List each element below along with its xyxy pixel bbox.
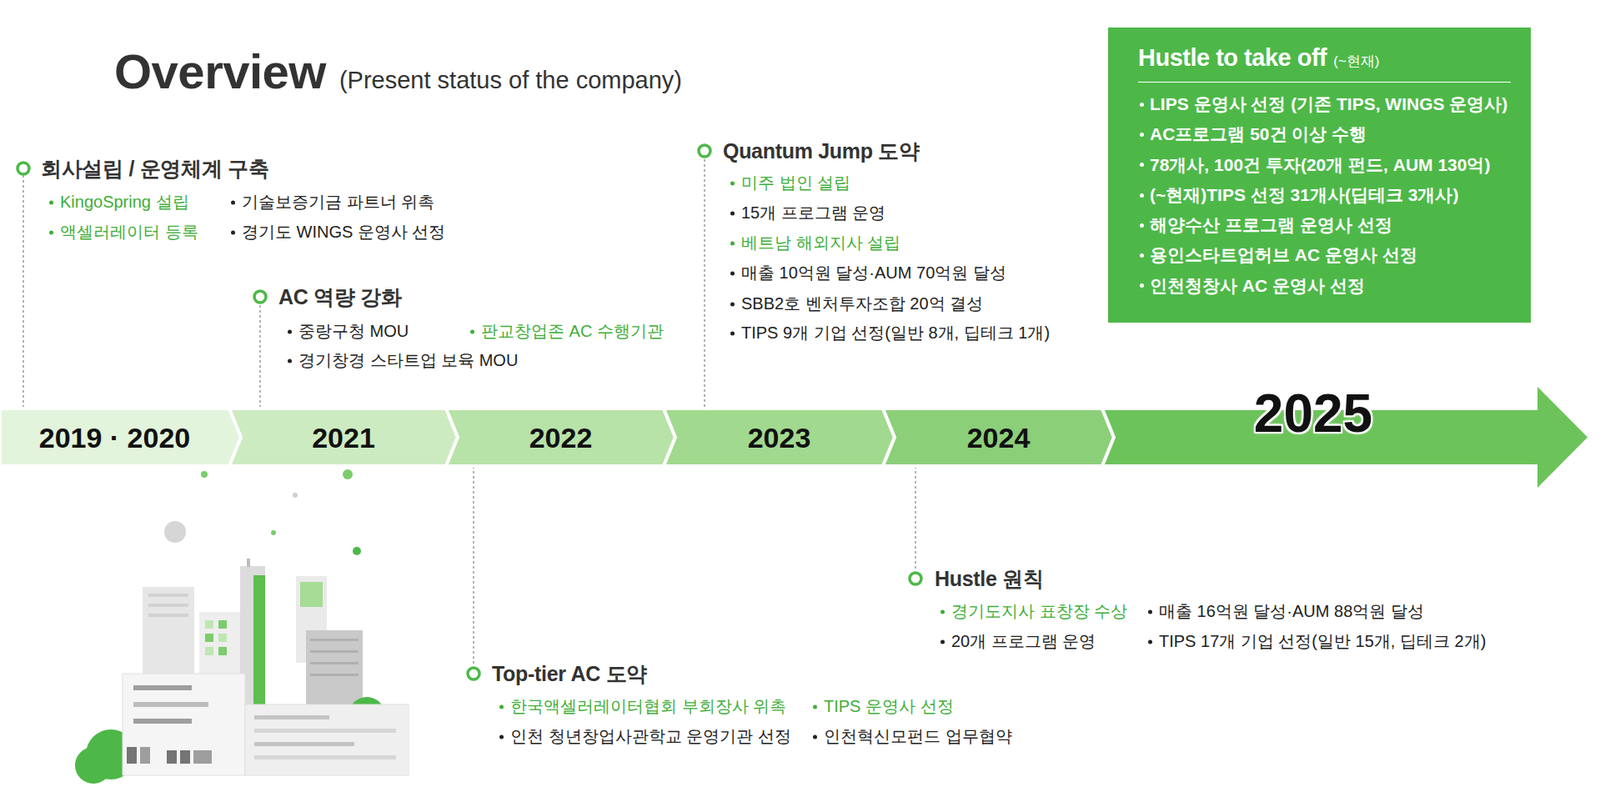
chevron-outline — [1102, 382, 1590, 492]
milestone-item: 베트남 해외지사 설립 — [728, 231, 901, 255]
panel-item: 인천청창사 AC 운영사 선정 — [1138, 274, 1511, 297]
subtitle: (Present status of the company) — [339, 66, 683, 95]
chevron-outline — [0, 408, 241, 467]
panel-item: LIPS 운영사 선정 (기존 TIPS, WINGS 운영사) — [1138, 92, 1511, 116]
year-chevron: 2023 — [663, 408, 883, 467]
milestone-item: 경기도지사 표창장 수상 — [938, 600, 1128, 623]
milestone-heading: Hustle 원칙 — [934, 565, 1044, 593]
milestone-item: 20개 프로그램 운영 — [938, 630, 1096, 653]
milestone-item: 인천 청년창업사관학교 운영기관 선정 — [497, 725, 792, 748]
milestone-item: 인천혁신모펀드 업무협약 — [811, 725, 1013, 748]
milestone-item: 기술보증기금 파트너 위촉 — [229, 190, 435, 214]
milestone-item: TIPS 9개 기업 선정(일반 8개, 딥테크 1개) — [728, 321, 1050, 345]
milestone-item: 경기도 WINGS 운영사 선정 — [229, 220, 446, 244]
milestone-item: 한국액셀러레이터협회 부회장사 위촉 — [497, 695, 787, 718]
panel-item: AC프로그램 50건 이상 수행 — [1138, 122, 1511, 146]
panel-item: 78개사, 100건 투자(20개 펀드, AUM 130억) — [1138, 153, 1511, 176]
year-label: 2025 — [1253, 382, 1373, 445]
panel-subtitle: (~현재) — [1333, 51, 1380, 71]
year-chevron: 2022 — [446, 408, 664, 467]
panel-heading: Hustle to take off (~현재) — [1138, 44, 1511, 72]
chevron-outline — [663, 408, 895, 467]
buildings — [75, 558, 409, 784]
milestone-item: 액셀러레이터 등록 — [47, 220, 199, 244]
chevron-outline — [446, 408, 676, 467]
header: Overview (Present status of the company) — [114, 43, 683, 100]
milestone-item: 매출 16억원 달성·AUM 88억원 달성 — [1146, 600, 1425, 623]
panel-item: (~현재)TIPS 선정 31개사(딥테크 3개사) — [1138, 183, 1511, 206]
year-label: 2022 — [529, 421, 593, 454]
milestone-item: KingoSpring 설립 — [47, 190, 190, 214]
milestone-item: TIPS 운영사 선정 — [811, 695, 954, 718]
milestone-heading: Quantum Jump 도약 — [722, 137, 920, 166]
panel-item: 용인스타트업허브 AC 운영사 선정 — [1138, 243, 1511, 266]
status-panel: Hustle to take off (~현재) LIPS 운영사 선정 (기존 T… — [1108, 27, 1531, 323]
year-label: 2019 · 2020 — [39, 421, 191, 454]
panel-title: Hustle to take off — [1138, 44, 1327, 72]
year-chevron: 2025 — [1102, 408, 1536, 467]
milestone-item: 중랑구청 MOU — [285, 320, 409, 343]
milestone-item: TIPS 17개 기업 선정(일반 15개, 딥테크 2개) — [1146, 630, 1486, 653]
year-chevron: 2024 — [882, 408, 1103, 467]
bubbles — [164, 469, 362, 556]
chevron-outline — [882, 408, 1114, 467]
milestone-item: 15개 프로그램 운영 — [728, 201, 886, 225]
milestone-item: 미주 법인 설립 — [728, 171, 851, 195]
milestone-item: 매출 10억원 달성·AUM 70억원 달성 — [728, 261, 1007, 285]
chevron-outline — [229, 408, 458, 467]
page-title: Overview — [114, 43, 327, 100]
milestone-item: SBB2호 벤처투자조합 20억 결성 — [728, 292, 984, 316]
year-label: 2023 — [747, 421, 812, 454]
year-label: 2021 — [311, 421, 376, 454]
year-chevron: 2019 · 2020 — [0, 408, 230, 467]
milestone-item: 판교창업존 AC 수행기관 — [468, 320, 664, 343]
milestone-heading: 회사설립 / 운영체계 구축 — [40, 155, 270, 183]
panel-item: 해양수산 프로그램 운영사 선정 — [1138, 213, 1511, 236]
year-label: 2024 — [967, 421, 1031, 454]
milestone-heading: Top-tier AC 도약 — [491, 660, 648, 688]
year-chevron: 2021 — [229, 408, 447, 467]
milestone-heading: AC 역량 강화 — [278, 283, 402, 311]
divider-line — [1138, 81, 1511, 83]
milestone-item: 경기창경 스타트업 보육 MOU — [285, 349, 518, 372]
